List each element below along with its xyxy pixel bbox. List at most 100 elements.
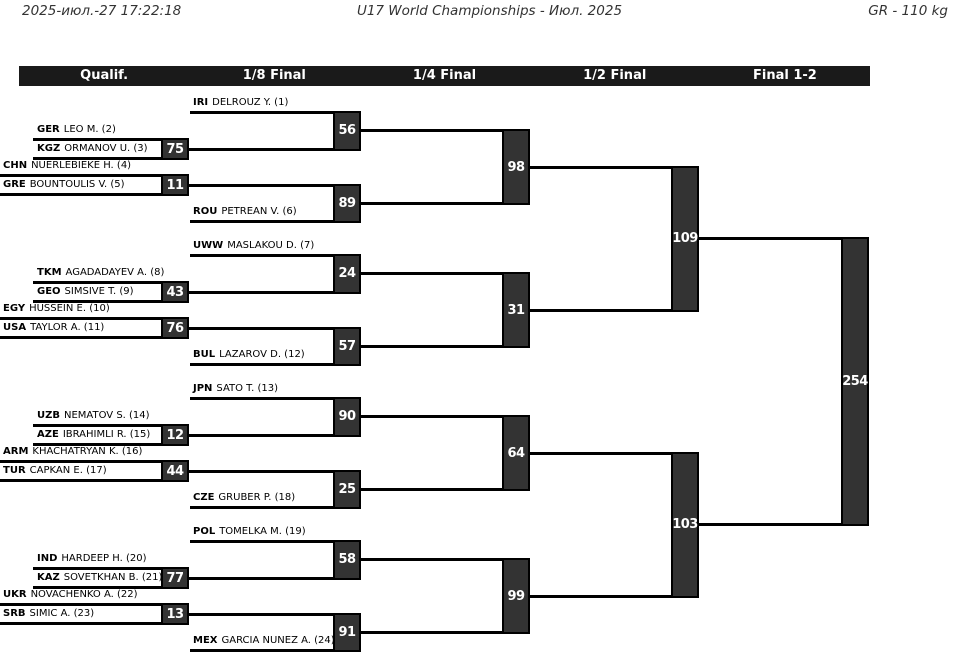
athlete-name: IBRAHIMLI R. (15) <box>62 429 151 440</box>
athlete-line <box>190 649 361 652</box>
athlete-name: ORMANOV U. (3) <box>64 143 148 154</box>
country-code: KGZ <box>37 143 61 154</box>
match-box-13: 13 <box>161 603 189 625</box>
athlete-line <box>33 586 189 589</box>
country-code: GEO <box>37 286 61 297</box>
athlete-name: CAPKAN E. (17) <box>29 465 107 476</box>
winner-line <box>189 326 361 330</box>
winner-line <box>699 237 869 240</box>
country-code: CHN <box>3 160 28 171</box>
match-box-64: 64 <box>502 415 530 491</box>
country-code: TUR <box>3 465 26 476</box>
country-code: KAZ <box>37 572 60 583</box>
athlete-name: TAYLOR A. (11) <box>30 322 105 333</box>
country-code: POL <box>193 526 216 537</box>
match-number: 13 <box>166 606 184 622</box>
match-box-75: 75 <box>161 138 189 160</box>
match-number: 90 <box>338 409 356 425</box>
match-box-103: 103 <box>671 451 699 598</box>
match-number: 24 <box>338 266 356 282</box>
country-code: IRI <box>193 97 209 108</box>
match-number: 76 <box>166 320 184 336</box>
winner-line <box>361 201 530 205</box>
round-label-1-2-final: 1/2 Final <box>583 68 647 83</box>
match-box-58: 58 <box>333 540 361 580</box>
athlete-name: BOUNTOULIS V. (5) <box>29 179 125 190</box>
country-code: USA <box>3 322 27 333</box>
country-code: EGY <box>3 303 26 314</box>
winner-line <box>361 129 530 133</box>
athlete-name: SOVETKHAN B. (21) <box>63 572 163 583</box>
winner-line <box>361 558 530 562</box>
match-number: 31 <box>507 302 525 318</box>
match-number: 25 <box>338 481 356 497</box>
athlete-line <box>190 397 361 400</box>
match-box-76: 76 <box>161 317 189 339</box>
athlete-line <box>33 157 189 160</box>
winner-line <box>361 630 530 634</box>
round-label-1-8-final: 1/8 Final <box>242 68 306 83</box>
match-box-11: 11 <box>161 174 189 196</box>
winner-line <box>361 272 530 276</box>
country-code: UZB <box>37 410 60 421</box>
match-number: 89 <box>338 195 356 211</box>
athlete-line <box>33 443 189 446</box>
athlete-line <box>0 622 189 625</box>
match-number: 91 <box>338 624 356 640</box>
athlete-line <box>0 336 189 339</box>
athlete-line <box>33 281 189 284</box>
country-code: BUL <box>193 349 216 360</box>
athlete-name: GRUBER P. (18) <box>218 492 296 503</box>
country-code: MEX <box>193 635 218 646</box>
match-box-56: 56 <box>333 111 361 151</box>
athlete-name: SIMIC A. (23) <box>29 608 95 619</box>
athlete-name: LAZAROV D. (12) <box>219 349 305 360</box>
athlete-name: TOMELKA M. (19) <box>219 526 306 537</box>
round-header-bar: Qualif. 1/8 Final 1/4 Final 1/2 Final Fi… <box>19 66 870 86</box>
winner-line <box>189 183 361 187</box>
country-code: TKM <box>37 267 62 278</box>
country-code: ARM <box>3 446 29 457</box>
country-code: GRE <box>3 179 26 190</box>
match-box-89: 89 <box>333 183 361 223</box>
match-number: 44 <box>166 463 184 479</box>
country-code: AZE <box>37 429 59 440</box>
athlete-name: SATO T. (13) <box>216 383 278 394</box>
athlete-line <box>0 479 189 482</box>
winner-line <box>189 290 361 294</box>
winner-line <box>699 523 869 526</box>
country-code: UWW <box>193 240 224 251</box>
match-box-44: 44 <box>161 460 189 482</box>
athlete-line <box>0 317 189 320</box>
winner-line <box>530 165 699 169</box>
report-title: U17 World Championships - Июл. 2025 <box>356 3 623 19</box>
athlete-name: SIMSIVE T. (9) <box>64 286 134 297</box>
match-box-31: 31 <box>502 272 530 348</box>
winner-line <box>361 344 530 348</box>
athlete-line <box>33 138 189 141</box>
athlete-line <box>0 193 189 196</box>
winner-line <box>189 576 361 580</box>
match-box-90: 90 <box>333 397 361 437</box>
athlete-name: DELROUZ Y. (1) <box>212 97 289 108</box>
athlete-line <box>0 174 189 177</box>
athlete-name: AGADADAYEV A. (8) <box>65 267 165 278</box>
match-box-254: 254 <box>841 237 869 526</box>
match-box-77: 77 <box>161 567 189 589</box>
